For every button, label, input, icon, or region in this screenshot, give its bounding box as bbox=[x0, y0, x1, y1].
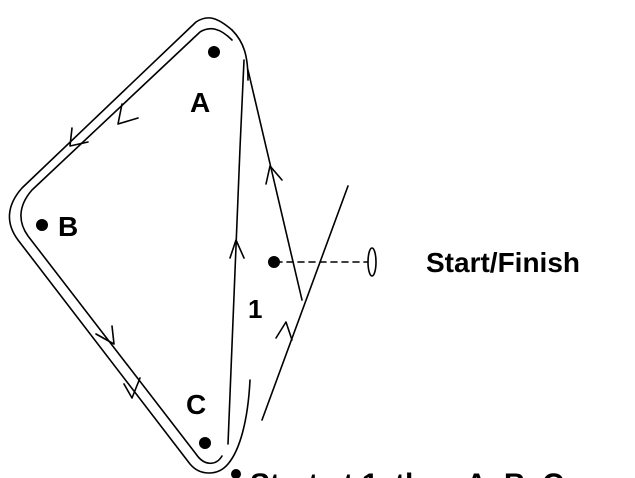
start-finish-label: Start/Finish bbox=[426, 247, 580, 278]
direction-arrow-5 bbox=[229, 239, 245, 259]
track-inner-line bbox=[20, 27, 233, 465]
mark-1-label: 1 bbox=[248, 294, 262, 324]
point-c-dot bbox=[199, 437, 211, 449]
direction-arrow-2 bbox=[117, 103, 139, 125]
direction-arrow-1 bbox=[69, 127, 89, 147]
point-b-dot bbox=[36, 219, 48, 231]
direction-arrow-4 bbox=[123, 377, 141, 399]
direction-arrow-6 bbox=[265, 165, 283, 185]
point-1-dot bbox=[268, 256, 280, 268]
point-a-dot bbox=[208, 46, 220, 58]
direction-arrow-3 bbox=[95, 325, 115, 345]
direction-arrow-7 bbox=[275, 321, 293, 341]
track-right-edge bbox=[231, 29, 249, 81]
point-b-label: B bbox=[58, 211, 78, 242]
point-c-label: C bbox=[186, 389, 206, 420]
leg-line-c-to-a bbox=[227, 59, 245, 445]
point-a-label: A bbox=[190, 87, 210, 118]
leg-line-start-diagonal bbox=[261, 185, 349, 421]
caption-bullet bbox=[231, 469, 241, 478]
start-finish-pin-icon bbox=[367, 247, 377, 277]
track-outer-line bbox=[8, 17, 251, 474]
bottom-caption: Start at 1, then A, B, C bbox=[250, 468, 564, 478]
